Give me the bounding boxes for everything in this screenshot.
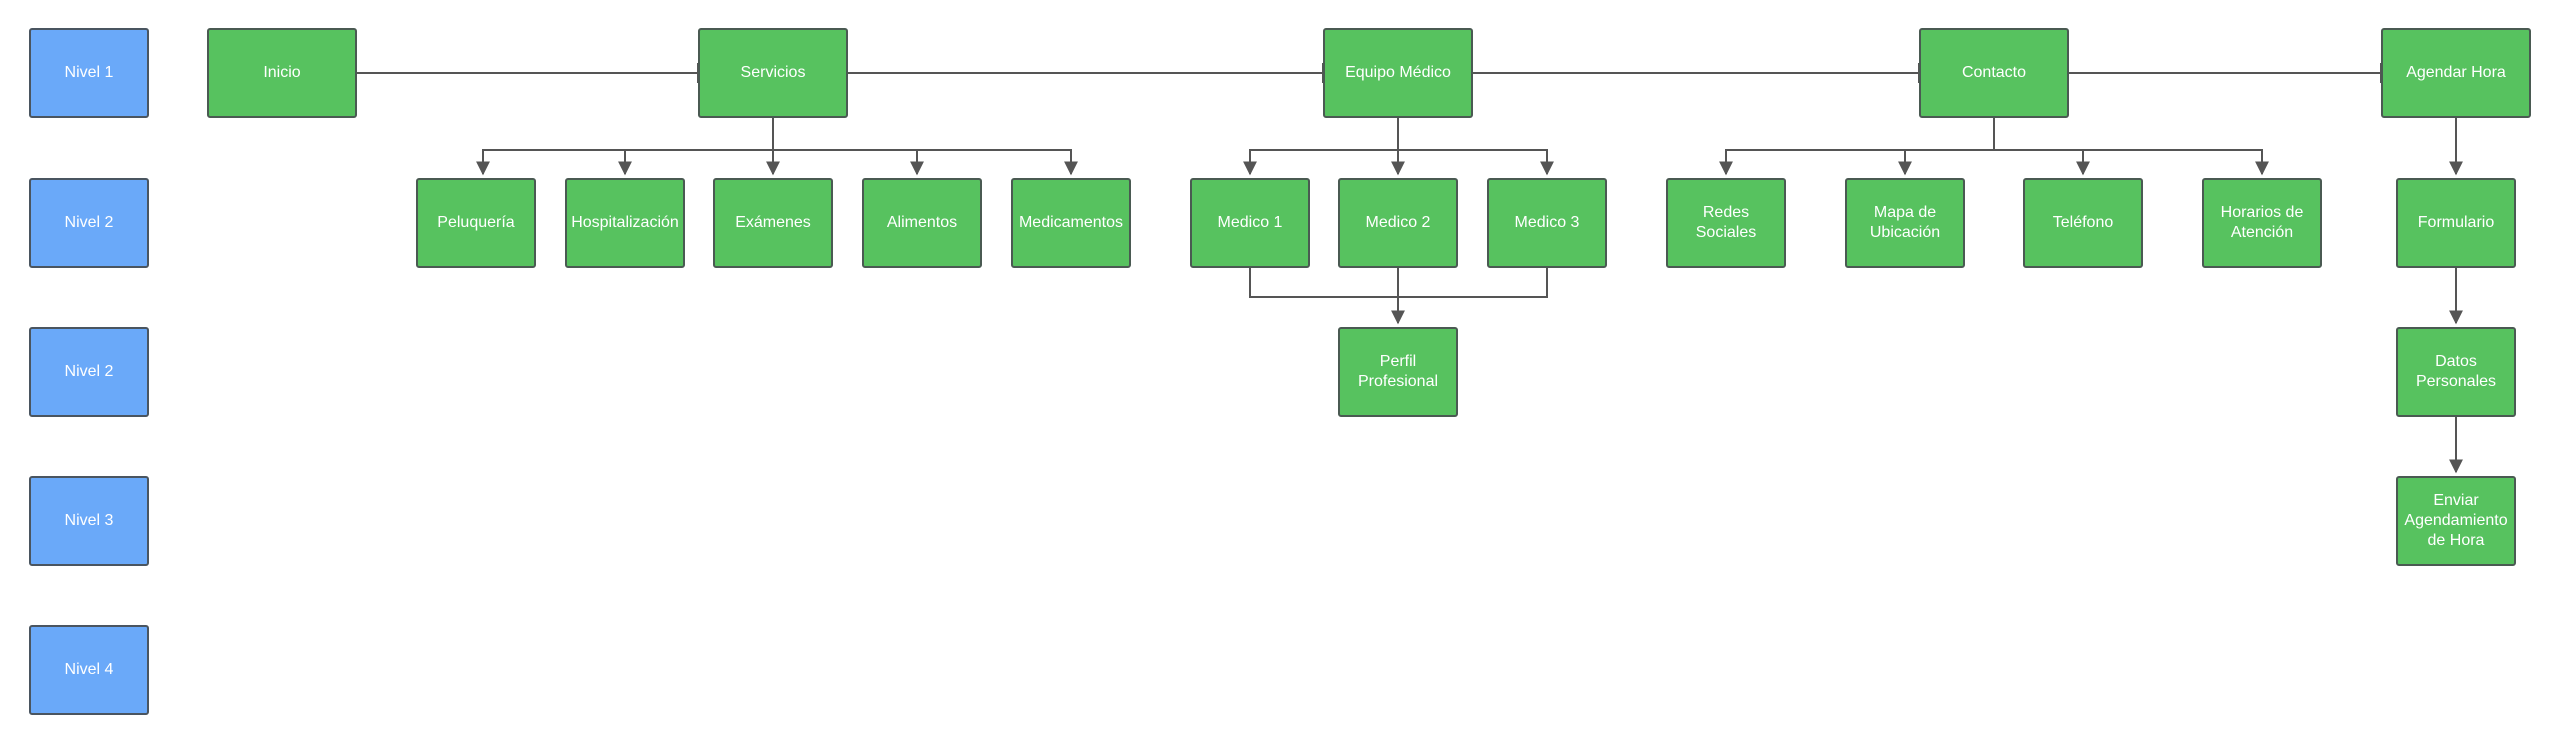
node-label: Mapa de Ubicación — [1869, 204, 1941, 241]
level-label-text: Nivel 2 — [64, 214, 114, 231]
node-label: Teléfono — [2052, 214, 2114, 231]
level-label-text: Nivel 3 — [64, 512, 114, 529]
connector-servicios-hospitalizacion — [618, 149, 773, 176]
node-enviar-agendamiento: Enviar Agendamiento de Hora — [2396, 476, 2516, 566]
level-label-1: Nivel 1 — [29, 28, 149, 118]
node-alimentos: Alimentos — [862, 178, 982, 268]
node-label: Medico 2 — [1365, 214, 1431, 231]
node-hospitalizacion: Hospitalización — [565, 178, 685, 268]
node-label: Peluquería — [437, 214, 515, 231]
level-label-3: Nivel 2 — [29, 327, 149, 417]
node-label: Perfil Profesional — [1357, 353, 1439, 390]
node-label: Equipo Médico — [1345, 64, 1451, 81]
node-inicio: Inicio — [207, 28, 357, 118]
node-label: Contacto — [1961, 64, 2027, 81]
node-label: Alimentos — [886, 214, 958, 231]
node-mapa-ubicacion: Mapa de Ubicación — [1845, 178, 1965, 268]
level-label-5: Nivel 4 — [29, 625, 149, 715]
node-label: Medicamentos — [1018, 214, 1124, 231]
node-medicamentos: Medicamentos — [1011, 178, 1131, 268]
level-label-text: Nivel 1 — [64, 64, 114, 81]
node-horarios-atencion: Horarios de Atención — [2202, 178, 2322, 268]
connector-equipo-medico3 — [1398, 149, 1554, 176]
connector-contacto-telefono — [1994, 149, 2090, 176]
connector-servicios-peluqueria — [476, 118, 774, 176]
node-label: Formulario — [2417, 214, 2495, 231]
node-label: Servicios — [740, 64, 806, 81]
node-servicios: Servicios — [698, 28, 848, 118]
level-label-text: Nivel 2 — [64, 363, 114, 380]
level-label-text: Nivel 4 — [64, 661, 114, 678]
connector-contacto-mapa — [1898, 149, 1994, 176]
node-formulario: Formulario — [2396, 178, 2516, 268]
node-medico-2: Medico 2 — [1338, 178, 1458, 268]
node-label: Exámenes — [735, 214, 811, 231]
connector-servicios-alimentos — [773, 149, 924, 176]
node-datos-personales: Datos Personales — [2396, 327, 2516, 417]
node-label: Redes Sociales — [1695, 204, 1757, 241]
node-label: Agendar Hora — [2406, 64, 2506, 81]
node-agendar-hora: Agendar Hora — [2381, 28, 2531, 118]
node-label: Enviar Agendamiento de Hora — [2404, 492, 2508, 549]
level-label-4: Nivel 3 — [29, 476, 149, 566]
node-redes-sociales: Redes Sociales — [1666, 178, 1786, 268]
node-telefono: Teléfono — [2023, 178, 2143, 268]
node-label: Medico 1 — [1217, 214, 1283, 231]
node-medico-1: Medico 1 — [1190, 178, 1310, 268]
node-equipo-medico: Equipo Médico — [1323, 28, 1473, 118]
node-medico-3: Medico 3 — [1487, 178, 1607, 268]
node-perfil-profesional: Perfil Profesional — [1338, 327, 1458, 417]
connector-contacto-horarios — [2083, 149, 2269, 176]
node-peluqueria: Peluquería — [416, 178, 536, 268]
node-label: Hospitalización — [571, 214, 679, 231]
node-examenes: Exámenes — [713, 178, 833, 268]
node-contacto: Contacto — [1919, 28, 2069, 118]
node-label: Datos Personales — [2415, 353, 2497, 390]
level-label-2: Nivel 2 — [29, 178, 149, 268]
connector-contacto-redes — [1719, 118, 1995, 176]
node-label: Medico 3 — [1514, 214, 1580, 231]
connector-equipo-medico1 — [1243, 118, 1399, 176]
connector-servicios-medicamentos — [917, 149, 1078, 176]
node-label: Inicio — [263, 64, 301, 81]
node-label: Horarios de Atención — [2220, 204, 2304, 241]
